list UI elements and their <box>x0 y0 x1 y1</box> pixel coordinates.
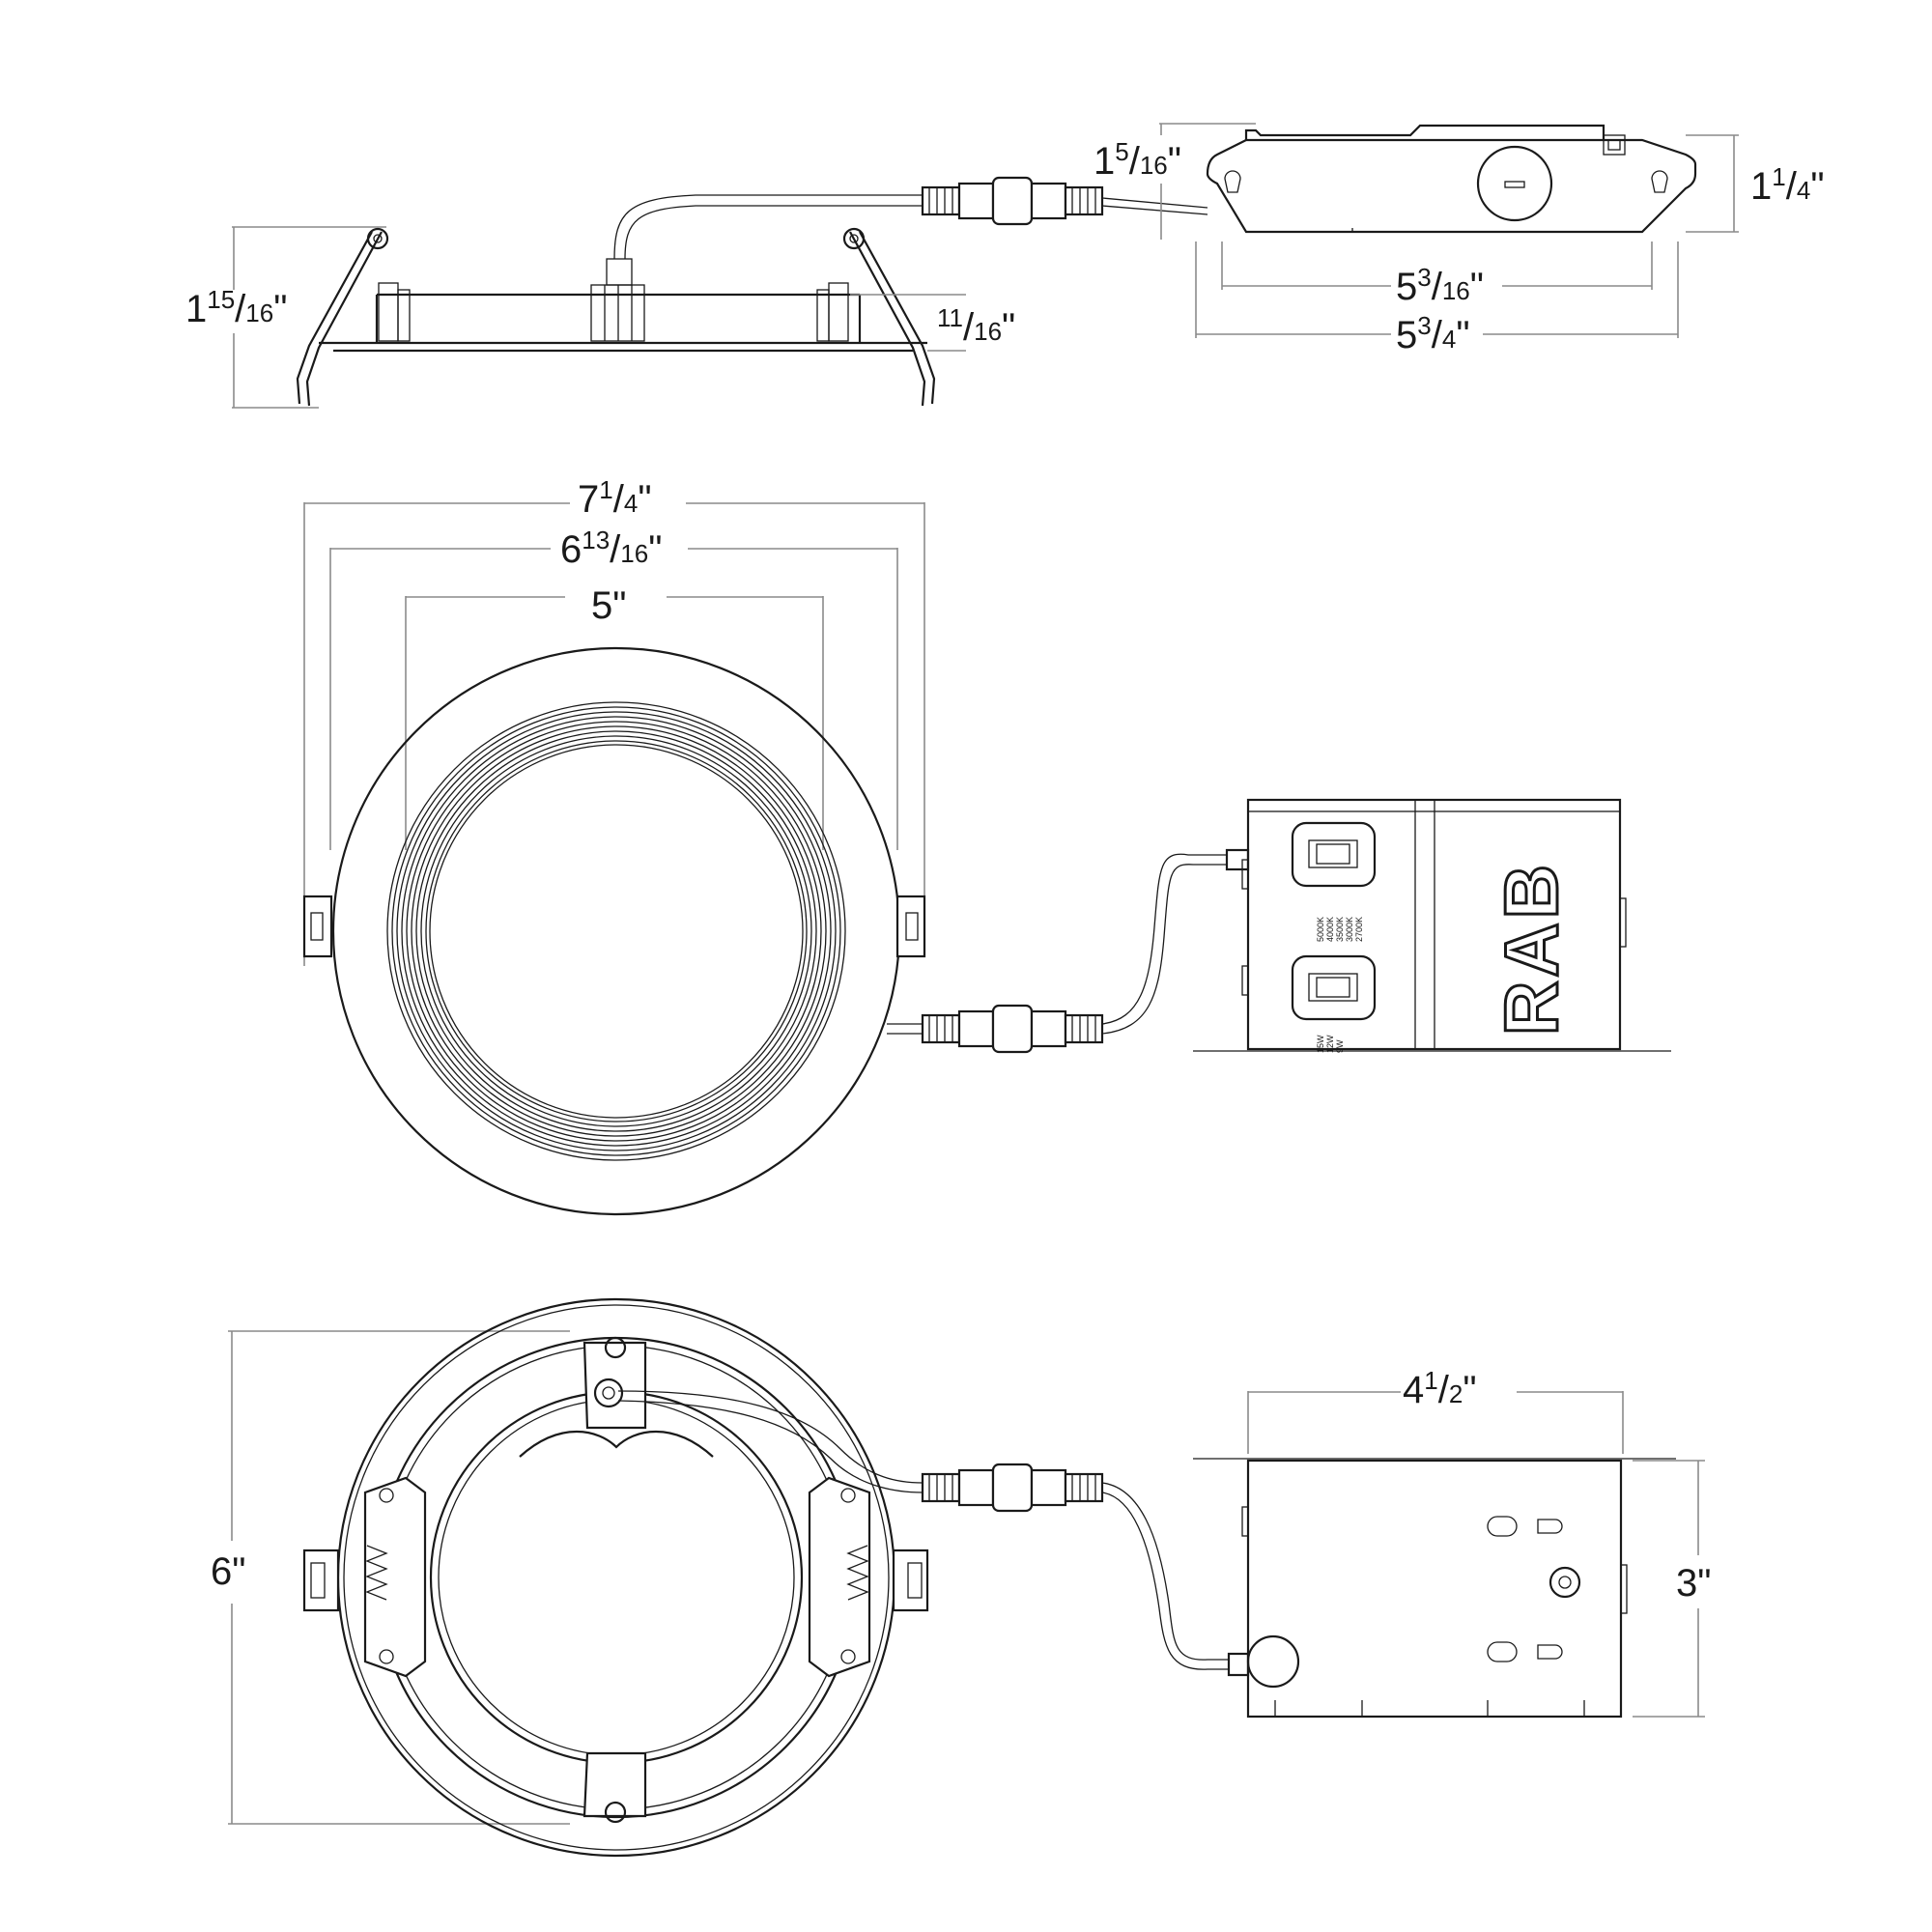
watt-option: 15W <box>1316 1035 1325 1053</box>
connector-bottom <box>921 1463 1250 1677</box>
fixture-side-view: 115/16" 11/16" <box>185 194 1015 409</box>
front-outer-label: 71/4" <box>578 475 652 521</box>
driver-inner-length-label: 53/16" <box>1396 263 1484 308</box>
cct-option: 3500K <box>1335 917 1345 942</box>
front-trim-label: 613/16" <box>560 526 662 571</box>
fixture-back-view: 6" <box>211 1297 929 1858</box>
driver-outer-length-label: 53/4" <box>1396 311 1470 356</box>
rab-logo: RAB <box>1489 861 1574 1036</box>
connector-top <box>921 176 1208 226</box>
back-cutout-label: 6" <box>211 1550 245 1593</box>
box-height-label: 3" <box>1676 1562 1711 1605</box>
driver-depth-label: 11/4" <box>1750 162 1825 208</box>
cct-option: 2700K <box>1354 917 1364 942</box>
cct-option: 3000K <box>1345 917 1354 942</box>
watt-option: 12W <box>1325 1035 1335 1053</box>
driver-box-side-view: 41/2" 3" <box>1193 1366 1711 1719</box>
driver-side-view: 15/16" 11/4" 53/16" 53/4" <box>1094 123 1825 356</box>
box-width-label: 41/2" <box>1403 1366 1477 1411</box>
watt-option: 9W <box>1335 1039 1345 1053</box>
connector-middle <box>887 848 1250 1054</box>
side-height-label: 115/16" <box>185 285 287 330</box>
cct-option: 5000K <box>1316 917 1325 942</box>
cct-option: 4000K <box>1325 917 1335 942</box>
driver-height-label: 15/16" <box>1094 137 1181 183</box>
driver-box-top-view: 5000K 4000K 3500K 3000K 2700K 15W 12W 9W… <box>1193 798 1671 1053</box>
fixture-front-view: 71/4" 613/16" 5" <box>302 475 926 1216</box>
side-flange-label: 11/16" <box>937 303 1015 349</box>
front-aperture-label: 5" <box>591 584 626 627</box>
